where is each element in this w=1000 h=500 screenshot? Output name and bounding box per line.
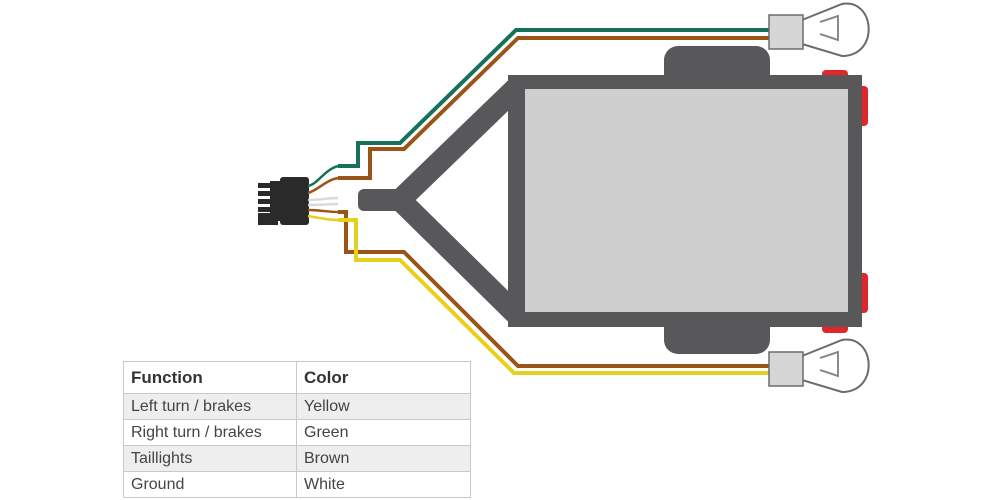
color-cell: Yellow <box>296 393 471 420</box>
light-bulb-icon <box>768 2 870 58</box>
table-row: Right turn / brakes Green <box>123 419 471 446</box>
four-way-flat-connector-icon <box>258 164 339 225</box>
wire-brown-top <box>338 36 770 180</box>
trailer-bed <box>525 89 848 312</box>
color-cell: White <box>296 471 471 498</box>
wire-yellow <box>338 218 770 375</box>
trailer-coupler <box>358 189 402 211</box>
table-header-row: Function Color <box>123 361 471 394</box>
header-function: Function <box>123 361 297 394</box>
table-row: Left turn / brakes Yellow <box>123 393 471 420</box>
wire-brown-bottom <box>338 210 770 368</box>
light-bulb-icon <box>768 338 870 394</box>
function-cell: Right turn / brakes <box>123 419 297 446</box>
wire-green <box>338 28 770 168</box>
header-color: Color <box>296 361 471 394</box>
color-cell: Brown <box>296 445 471 472</box>
table-row: Taillights Brown <box>123 445 471 472</box>
function-cell: Left turn / brakes <box>123 393 297 420</box>
function-cell: Ground <box>123 471 297 498</box>
wiring-color-table: Function Color Left turn / brakes Yellow… <box>123 361 471 498</box>
function-cell: Taillights <box>123 445 297 472</box>
table-row: Ground White <box>123 471 471 498</box>
color-cell: Green <box>296 419 471 446</box>
